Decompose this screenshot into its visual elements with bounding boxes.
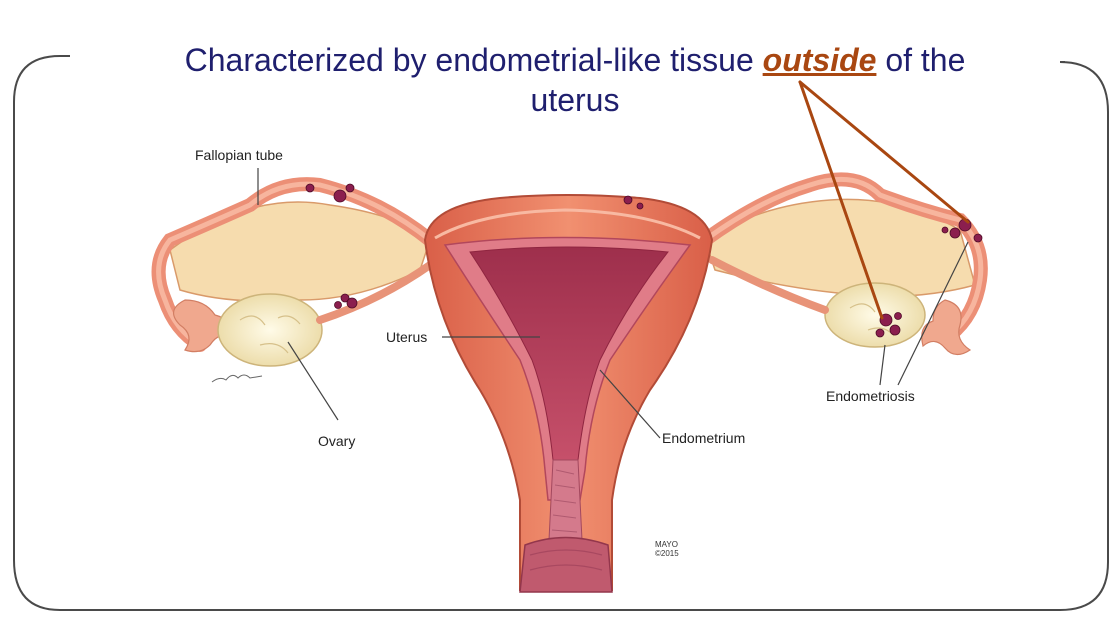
label-uterus: Uterus — [386, 329, 427, 345]
title-text-after: of the — [876, 42, 965, 78]
title-line-2: uterus — [80, 80, 1070, 120]
title-text-before: Characterized by endometrial-like tissue — [185, 42, 763, 78]
credit-line-1: MAYO — [655, 540, 679, 549]
label-fallopian-tube: Fallopian tube — [195, 147, 283, 163]
label-endometriosis: Endometriosis — [826, 388, 915, 404]
credit-line-2: ©2015 — [655, 549, 679, 558]
label-endometrium: Endometrium — [662, 430, 745, 446]
title-emphasis-outside: outside — [763, 42, 877, 78]
slide-title: Characterized by endometrial-like tissue… — [80, 40, 1070, 120]
copyright-credit: MAYO ©2015 — [655, 540, 679, 558]
label-ovary: Ovary — [318, 433, 355, 449]
